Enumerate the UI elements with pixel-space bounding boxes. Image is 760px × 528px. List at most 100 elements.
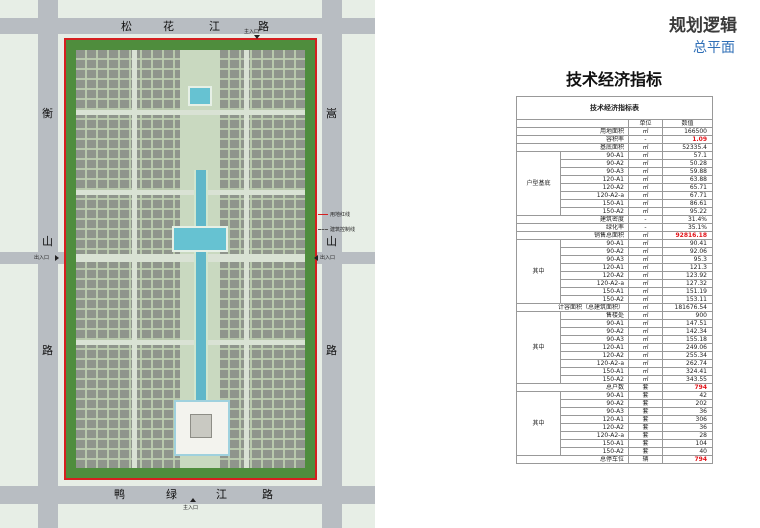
table-caption: 技术经济指标表 [516, 96, 713, 120]
group-label: 其中 [516, 311, 561, 384]
row-unit: ㎡ [628, 311, 663, 320]
row-label: 总户数 [516, 383, 629, 392]
row-label: 90-A1 [560, 239, 629, 248]
red-line-marker [318, 214, 328, 215]
row-label: 120-A2-a [560, 431, 629, 440]
row-value: 92816.18 [662, 231, 713, 240]
row-label: 90-A3 [560, 407, 629, 416]
row-label: 计容面积（总建筑面积） [516, 303, 629, 312]
row-unit: ㎡ [628, 167, 663, 176]
row-value: 900 [662, 311, 713, 320]
row-value: 52335.4 [662, 143, 713, 152]
row-label: 150-A1 [560, 199, 629, 208]
row-label: 90-A1 [560, 391, 629, 400]
west-entrance-arrow [55, 255, 59, 261]
east-road-char-2: 山 [326, 235, 337, 248]
row-value: 181676.54 [662, 303, 713, 312]
south-road-char-1: 鸭 [114, 488, 125, 501]
header-blank [516, 119, 629, 128]
row-label: 绿化率 [516, 223, 629, 232]
row-value: 343.55 [662, 375, 713, 384]
row-unit: ㎡ [628, 191, 663, 200]
row-value: 324.41 [662, 367, 713, 376]
row-label: 120-A2-a [560, 279, 629, 288]
page-subtitle: 总平面 [693, 40, 735, 56]
row-value: 28 [662, 431, 713, 440]
row-unit: ㎡ [628, 143, 663, 152]
row-value: 59.88 [662, 167, 713, 176]
row-value: 794 [662, 455, 713, 464]
row-unit: 套 [628, 415, 663, 424]
clubhouse-plaza [174, 400, 230, 456]
north-road-char-2: 花 [163, 20, 174, 33]
row-value: 121.3 [662, 263, 713, 272]
row-label: 90-A3 [560, 335, 629, 344]
row-label: 150-A2 [560, 375, 629, 384]
row-unit: ㎡ [628, 207, 663, 216]
north-road [0, 18, 375, 34]
west-road [38, 0, 58, 528]
row-value: 123.92 [662, 271, 713, 280]
south-road-char-3: 江 [216, 488, 227, 501]
north-road-char-3: 江 [209, 20, 220, 33]
north-entrance-arrow [254, 35, 260, 39]
row-unit: ㎡ [628, 127, 663, 136]
south-entrance-label: 主入口 [183, 505, 199, 511]
row-value: 57.1 [662, 151, 713, 160]
row-value: 306 [662, 415, 713, 424]
group-label: 户型基底 [516, 151, 561, 216]
row-unit: ㎡ [628, 343, 663, 352]
row-value: 142.34 [662, 327, 713, 336]
table-caption-row: 技术经济指标表 [516, 96, 713, 120]
site-plan: 松 花 江 路 鸭 绿 江 路 衡 山 路 嵩 山 路 主入口 主入口 出入口 … [0, 0, 375, 528]
row-unit: 套 [628, 431, 663, 440]
row-unit: 套 [628, 447, 663, 456]
south-road [0, 486, 375, 504]
row-label: 90-A2 [560, 159, 629, 168]
row-value: 42 [662, 391, 713, 400]
row-unit: - [628, 135, 663, 144]
row-unit: ㎡ [628, 287, 663, 296]
row-value: 262.74 [662, 359, 713, 368]
row-value: 127.32 [662, 279, 713, 288]
row-value: 166500 [662, 127, 713, 136]
north-road-char-1: 松 [121, 20, 132, 33]
row-label: 120-A1 [560, 263, 629, 272]
row-value: 95.3 [662, 255, 713, 264]
column-header-unit: 单位 [628, 119, 663, 128]
row-unit: ㎡ [628, 327, 663, 336]
east-entrance-arrow [314, 255, 318, 261]
table-row: 绿化率-35.1% [516, 223, 713, 232]
row-label: 120-A2 [560, 423, 629, 432]
row-value: 202 [662, 399, 713, 408]
row-unit: ㎡ [628, 303, 663, 312]
row-label: 120-A2 [560, 271, 629, 280]
row-value: 67.71 [662, 191, 713, 200]
north-pond [188, 86, 212, 106]
south-entrance-arrow [190, 498, 196, 502]
internal-lane [76, 254, 305, 262]
central-pond [172, 226, 228, 252]
row-unit: 套 [628, 423, 663, 432]
row-unit: ㎡ [628, 335, 663, 344]
table-heading: 技术经济指标 [565, 70, 662, 89]
row-label: 120-A1 [560, 343, 629, 352]
row-label: 90-A2 [560, 399, 629, 408]
row-unit: ㎡ [628, 183, 663, 192]
row-unit: ㎡ [628, 151, 663, 160]
table-row: 容积率-1.09 [516, 135, 713, 144]
row-label: 用地面积 [516, 127, 629, 136]
row-value: 50.28 [662, 159, 713, 168]
row-label: 150-A1 [560, 367, 629, 376]
east-entrance-label: 出入口 [320, 255, 336, 261]
group-label: 其中 [516, 239, 561, 304]
row-unit: ㎡ [628, 359, 663, 368]
